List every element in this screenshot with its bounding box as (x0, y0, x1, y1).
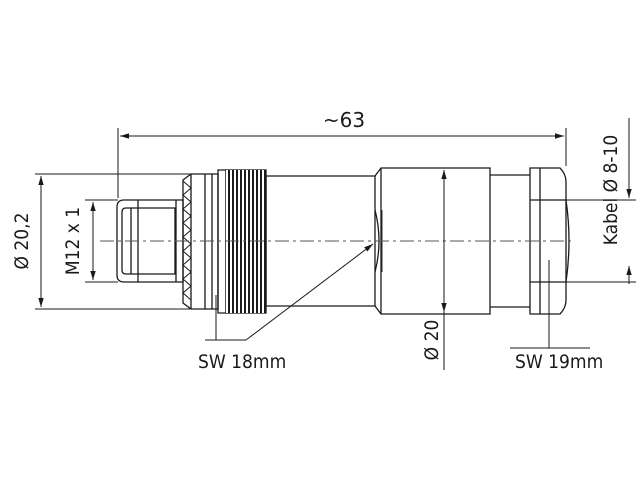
leader-sw18 (205, 243, 374, 341)
overall-length-label: ~63 (323, 108, 365, 132)
cable-range-label: Kabel Ø 8-10 (600, 135, 622, 246)
body-diameter-label: Ø 20 (421, 320, 443, 361)
thread-label: M12 x 1 (62, 207, 84, 275)
sw19-label: SW 19mm (515, 351, 603, 373)
leader-sw19 (510, 260, 590, 349)
dim-cable-range (566, 118, 636, 284)
dim-thread (85, 199, 118, 283)
outer-diameter-label: Ø 20,2 (11, 213, 33, 270)
dim-overall-length (117, 128, 567, 198)
dim-outer-diameter (35, 173, 190, 310)
sw18-label: SW 18mm (198, 351, 286, 373)
